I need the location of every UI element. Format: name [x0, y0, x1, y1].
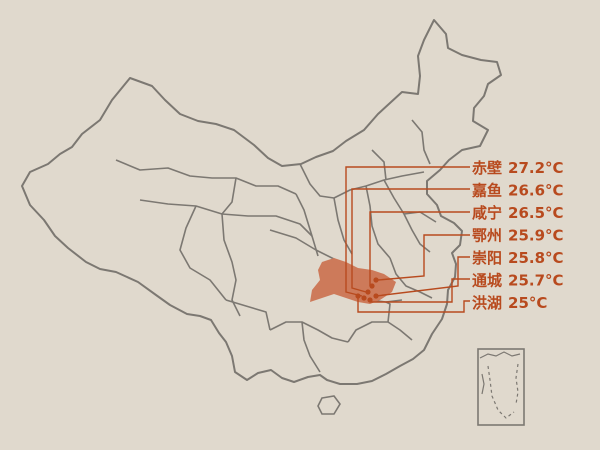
- province-borders: [115, 119, 437, 373]
- location-label: 通城 25.7°C: [472, 272, 564, 290]
- location-temperature: 25.7°C: [508, 272, 564, 290]
- country-outline: [21, 19, 502, 385]
- highlighted-province: [310, 258, 396, 304]
- city-marker-dot: [361, 295, 367, 301]
- location-label: 嘉鱼 26.6°C: [471, 182, 564, 200]
- location-name: 咸宁: [472, 204, 502, 222]
- location-name: 洪湖: [472, 294, 502, 312]
- inset-dashes: [487, 363, 519, 419]
- location-temperature: 27.2°C: [508, 159, 564, 177]
- location-name: 通城: [472, 272, 502, 290]
- location-label: 咸宁 26.5°C: [472, 204, 564, 222]
- location-name: 嘉鱼: [471, 182, 502, 200]
- location-temperature: 25°C: [508, 294, 547, 312]
- inset-coastline: [479, 351, 521, 395]
- island-shape: [317, 395, 341, 415]
- location-label: 赤壁 27.2°C: [472, 159, 564, 177]
- location-name: 崇阳: [472, 249, 502, 267]
- city-marker-dot: [365, 289, 371, 295]
- location-label: 崇阳 25.8°C: [472, 249, 564, 267]
- temperature-labels: 赤壁 27.2°C 嘉鱼 26.6°C 咸宁 26.5°C 鄂州 25.9°C 崇阳 25.8°C…: [471, 159, 564, 312]
- location-temperature: 25.9°C: [508, 227, 564, 245]
- location-label: 鄂州 25.9°C: [472, 227, 564, 245]
- city-marker-dot: [373, 277, 379, 283]
- inset-map: [477, 348, 525, 426]
- location-temperature: 26.5°C: [508, 204, 564, 222]
- leader-lines: [345, 166, 470, 313]
- location-temperature: 25.8°C: [508, 249, 564, 267]
- location-label: 洪湖 25°C: [472, 294, 547, 312]
- location-temperature: 26.6°C: [508, 182, 564, 200]
- location-name: 鄂州: [472, 227, 502, 245]
- location-name: 赤壁: [472, 159, 502, 177]
- inset-frame: [477, 348, 525, 426]
